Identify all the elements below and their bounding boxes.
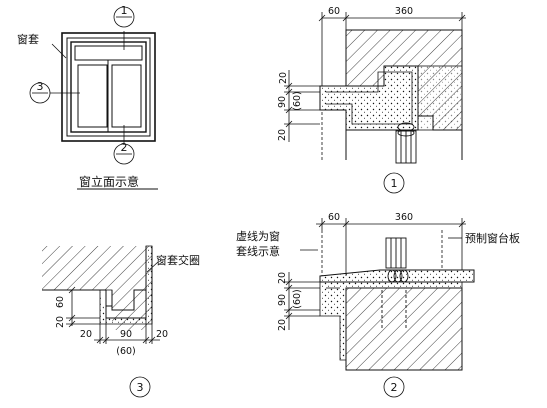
d2-dim-20-top: 20 [277, 272, 288, 284]
d1-dim-360: 360 [395, 6, 413, 17]
d1-dim-20-bottom: 20 [277, 129, 288, 141]
d2-dim-360: 360 [395, 212, 413, 223]
d1-dim-60-paren: (60) [292, 91, 303, 111]
detail-3-marker: 3 [137, 381, 144, 394]
d3-dim-90: 90 [120, 329, 132, 340]
d2-dim-90: 90 [277, 294, 288, 306]
d1-dim-20-top: 20 [278, 72, 289, 84]
marker-3-left: 3 [37, 80, 44, 93]
marker-1-top: 1 [121, 4, 128, 17]
precast-sill-label: 预制窗台板 [465, 231, 520, 245]
d3-dim-20-right: 20 [156, 329, 168, 340]
detail-2 [284, 218, 475, 398]
window-elevation-caption: 窗立面示意 [79, 174, 139, 189]
d2-dim-60: 60 [328, 212, 340, 223]
marker-2-bottom: 2 [121, 141, 128, 154]
d2-dim-20-bottom: 20 [277, 319, 288, 331]
detail-1 [284, 12, 466, 194]
window-trim-label: 窗套 [17, 32, 39, 46]
d1-dim-60: 60 [328, 6, 340, 17]
d3-dim-20-left: 20 [80, 329, 92, 340]
d1-dim-90: 90 [277, 96, 288, 108]
detail-1-marker: 1 [391, 177, 398, 190]
dashed-note-line1: 虚线为窗 [236, 229, 280, 243]
dashed-note-line2: 套线示意 [236, 244, 280, 258]
detail-3 [42, 245, 160, 398]
detail-2-marker: 2 [391, 381, 398, 394]
d2-dim-60-paren: (60) [292, 289, 303, 309]
window-elevation [29, 6, 158, 190]
d3-dim-60-paren: (60) [116, 346, 136, 357]
trim-return-label: 窗套交圈 [156, 253, 200, 267]
d3-dim-60: 60 [55, 296, 66, 308]
d3-dim-20-vert: 20 [55, 316, 66, 328]
